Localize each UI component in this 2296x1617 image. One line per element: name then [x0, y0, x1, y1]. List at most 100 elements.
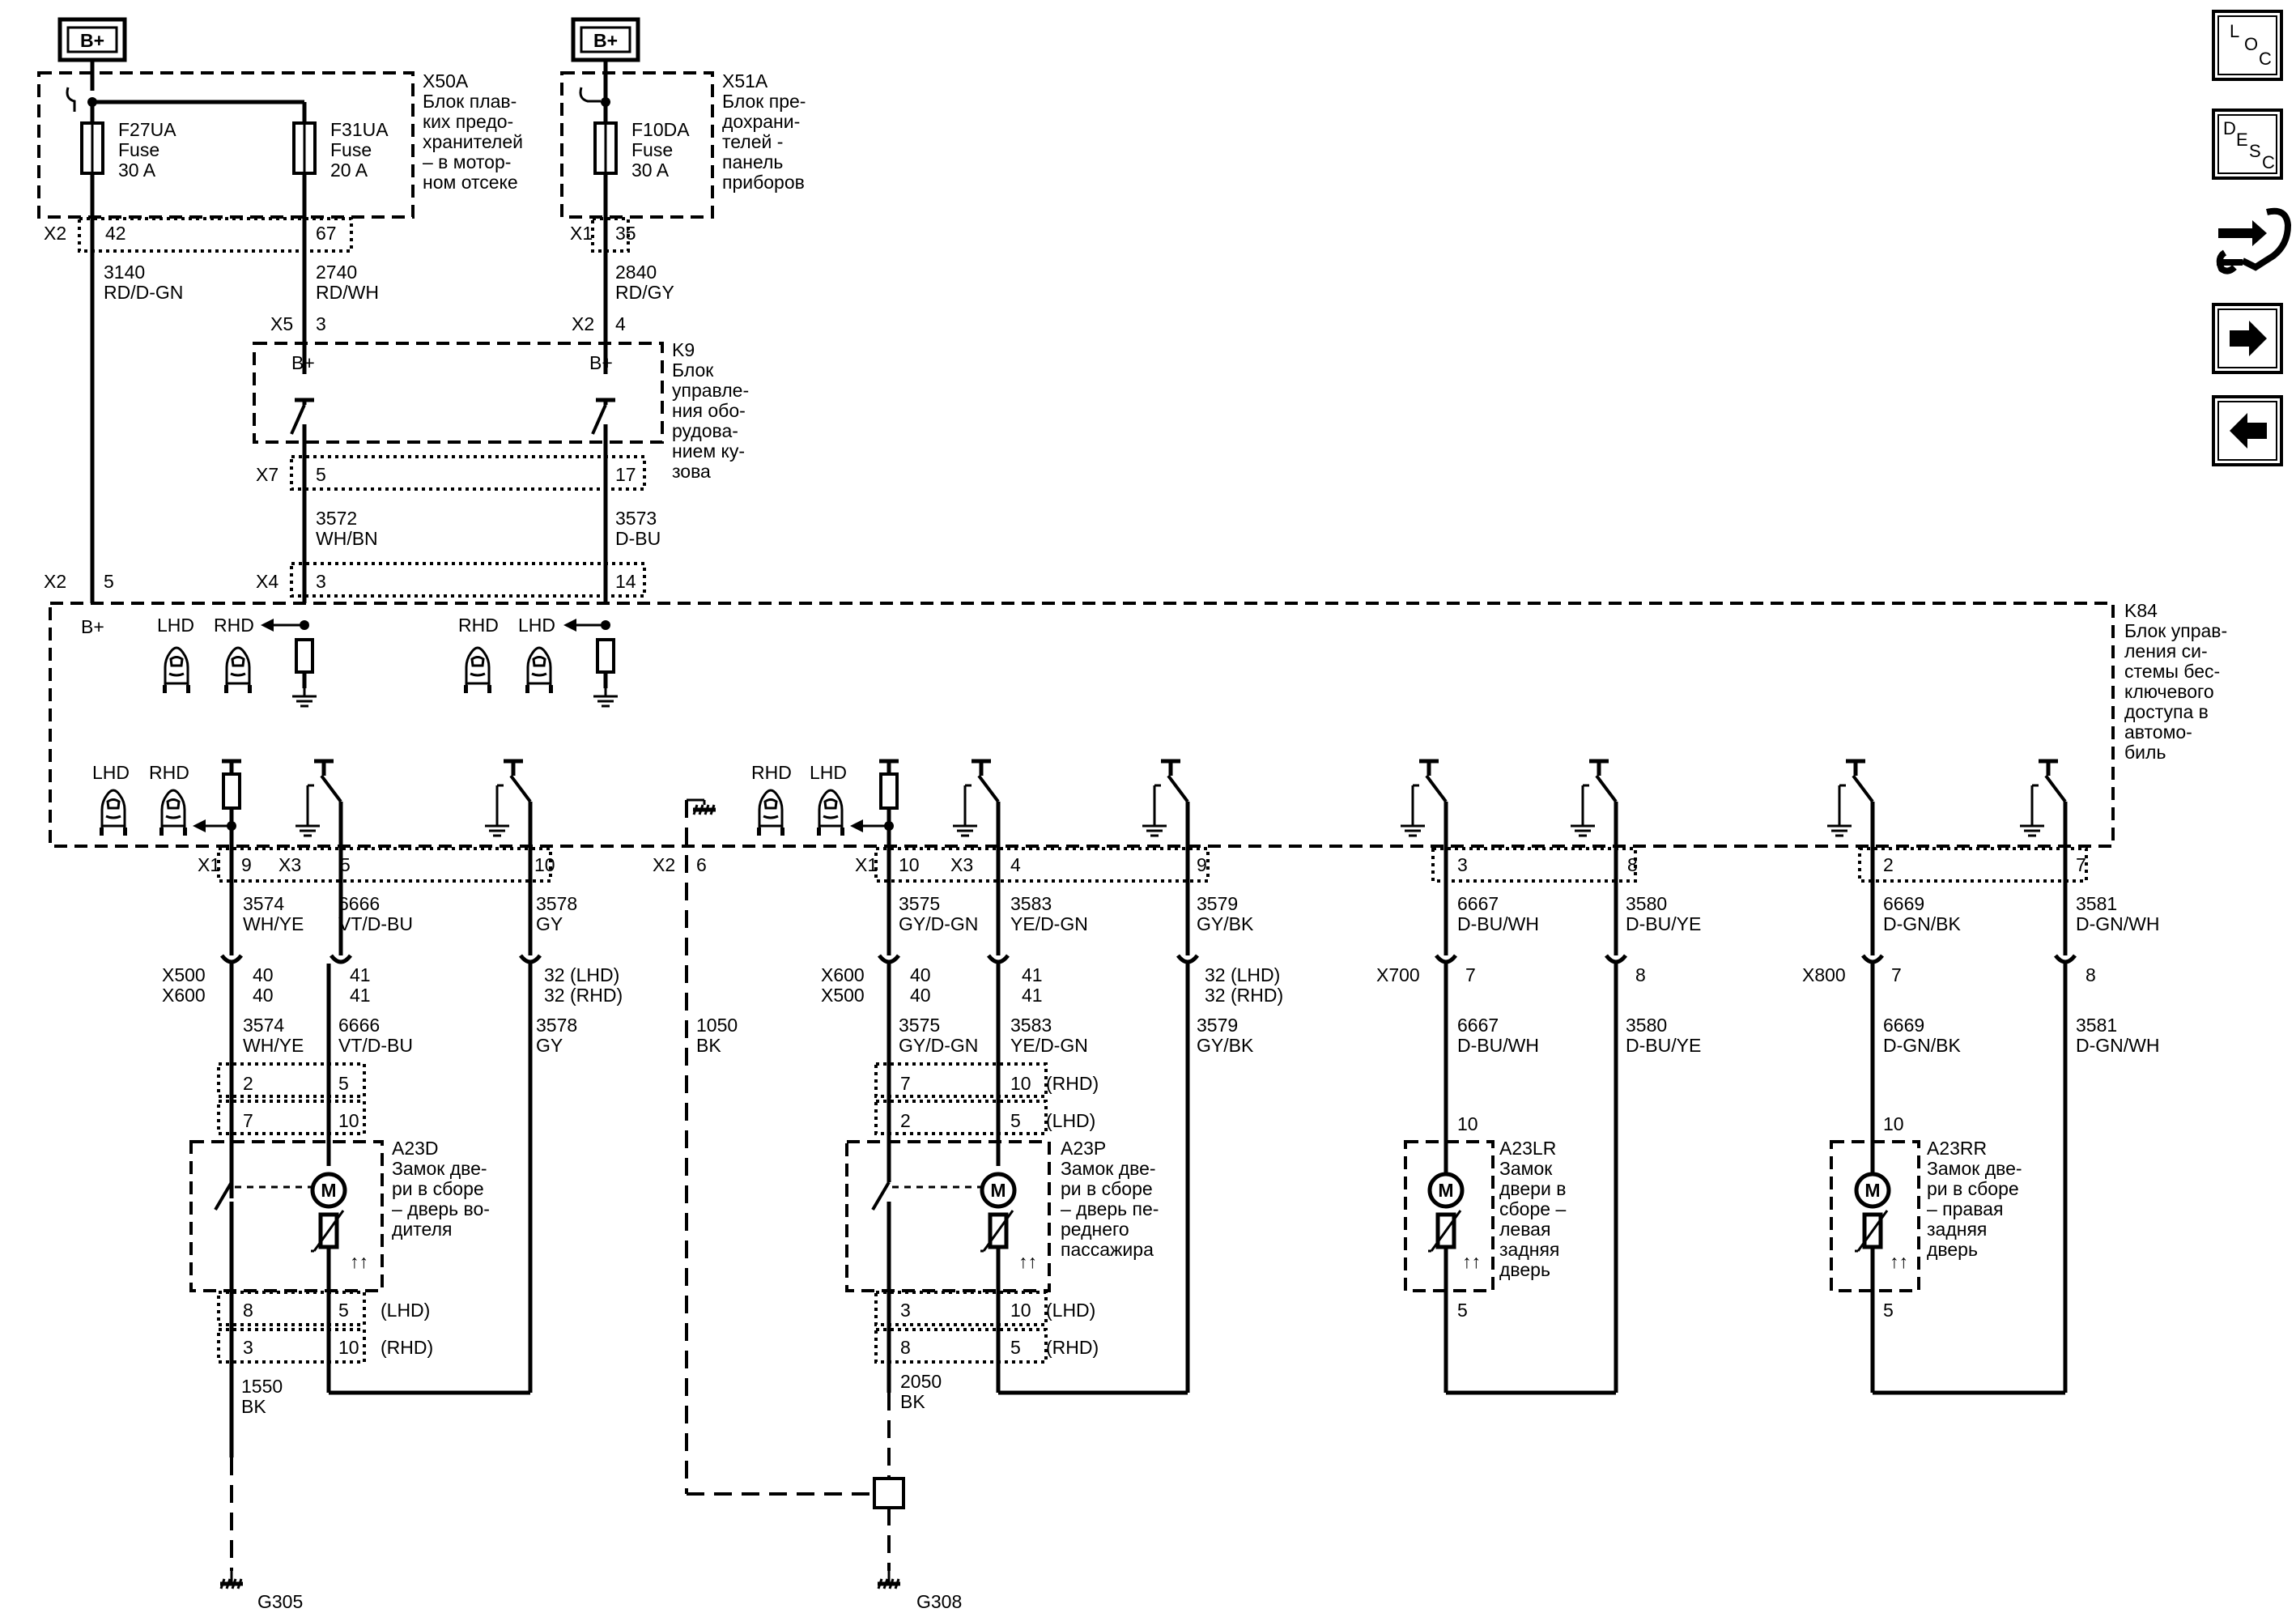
- svg-text:X500: X500: [821, 985, 865, 1006]
- svg-text:хранителей: хранителей: [423, 131, 523, 152]
- svg-text:3583: 3583: [1010, 893, 1052, 914]
- car-rhd-icon: [462, 646, 493, 695]
- car-lhd-icon: [815, 789, 846, 837]
- wire-3140: 3140 RD/D-GN: [104, 262, 183, 303]
- motor-a23lr-icon: M ↑↑: [1428, 1174, 1481, 1272]
- svg-text:D-BU/WH: D-BU/WH: [1457, 913, 1539, 934]
- k9-switch-right: [591, 356, 615, 603]
- splice-box: [873, 1477, 905, 1509]
- svg-text:B+: B+: [593, 30, 618, 51]
- svg-text:42: 42: [105, 223, 126, 244]
- svg-text:ри в сборе: ри в сборе: [1061, 1178, 1153, 1199]
- svg-text:(LHD): (LHD): [381, 1300, 430, 1321]
- svg-text:3573: 3573: [615, 508, 657, 529]
- svg-text:6667: 6667: [1457, 893, 1499, 914]
- svg-text:K9: K9: [672, 339, 695, 360]
- svg-text:Замок две-: Замок две-: [1927, 1158, 2022, 1179]
- svg-text:D: D: [2223, 118, 2236, 138]
- svg-text:BK: BK: [696, 1035, 721, 1056]
- wire-2840: 2840 RD/GY: [615, 262, 674, 303]
- svg-text:Fuse: Fuse: [330, 139, 372, 160]
- svg-text:X2: X2: [44, 571, 66, 592]
- svg-text:L: L: [2230, 21, 2239, 41]
- svg-text:YE/D-GN: YE/D-GN: [1010, 1035, 1088, 1056]
- svg-text:67: 67: [316, 223, 337, 244]
- svg-text:дителя: дителя: [392, 1219, 452, 1240]
- svg-text:8: 8: [900, 1337, 911, 1358]
- desc-button[interactable]: D E S C: [2212, 109, 2283, 180]
- svg-text:3580: 3580: [1626, 893, 1667, 914]
- svg-text:– правая: – правая: [1927, 1198, 2003, 1219]
- svg-text:M: M: [990, 1180, 1006, 1201]
- svg-text:17: 17: [615, 464, 636, 485]
- svg-text:дверь: дверь: [1499, 1259, 1550, 1280]
- svg-text:5: 5: [1883, 1300, 1894, 1321]
- svg-text:Fuse: Fuse: [118, 139, 159, 160]
- svg-text:40: 40: [910, 985, 931, 1006]
- svg-text:6667: 6667: [1457, 1015, 1499, 1036]
- wire-6669: 6669 D-GN/BK: [1883, 893, 1962, 934]
- svg-text:10: 10: [1010, 1300, 1031, 1321]
- svg-text:3: 3: [900, 1300, 911, 1321]
- svg-text:B+: B+: [81, 616, 104, 637]
- svg-text:5: 5: [338, 1300, 349, 1321]
- svg-text:10: 10: [1457, 1113, 1478, 1134]
- loc-button[interactable]: L O C: [2212, 10, 2283, 81]
- module-k84-box: [49, 602, 2115, 848]
- svg-text:X2: X2: [572, 313, 594, 334]
- svg-text:Блок управ-: Блок управ-: [2124, 620, 2227, 641]
- connector-x1-x3-right: [874, 847, 1210, 883]
- svg-text:35: 35: [615, 223, 636, 244]
- svg-text:зова: зова: [672, 461, 711, 482]
- svg-text:ри в сборе: ри в сборе: [1927, 1178, 2019, 1199]
- svg-text:8: 8: [243, 1300, 253, 1321]
- svg-text:WH/YE: WH/YE: [243, 913, 304, 934]
- svg-text:4: 4: [615, 313, 626, 334]
- next-button[interactable]: [2212, 303, 2283, 374]
- svg-text:3580: 3580: [1626, 1015, 1667, 1036]
- module-a23rr-box: [1830, 1140, 1920, 1292]
- svg-text:– дверь пе-: – дверь пе-: [1061, 1198, 1159, 1219]
- svg-text:10: 10: [1010, 1073, 1031, 1094]
- svg-text:X4: X4: [256, 571, 278, 592]
- svg-text:3: 3: [316, 571, 326, 592]
- svg-text:20 A: 20 A: [330, 160, 368, 181]
- svg-text:3579: 3579: [1197, 1015, 1238, 1036]
- svg-text:3575: 3575: [899, 1015, 940, 1036]
- motor-a23p-icon: M ↑↑: [980, 1174, 1037, 1272]
- svg-text:(LHD): (LHD): [1046, 1110, 1095, 1131]
- svg-text:ном отсеке: ном отсеке: [423, 172, 518, 193]
- svg-text:40: 40: [253, 985, 274, 1006]
- connector-x4: [290, 562, 646, 598]
- svg-text:10: 10: [338, 1110, 359, 1131]
- desc-icon: D E S C: [2223, 118, 2275, 172]
- svg-text:3574: 3574: [243, 1015, 284, 1036]
- svg-text:41: 41: [1022, 985, 1043, 1006]
- svg-text:задняя: задняя: [1927, 1219, 1987, 1240]
- svg-text:K84: K84: [2124, 600, 2158, 621]
- svg-text:9: 9: [241, 854, 252, 875]
- previous-button[interactable]: [2212, 395, 2283, 466]
- svg-text:↑↑: ↑↑: [1462, 1251, 1481, 1272]
- svg-text:5: 5: [340, 854, 351, 875]
- svg-text:ления си-: ления си-: [2124, 640, 2208, 662]
- svg-text:BK: BK: [241, 1396, 266, 1417]
- module-k9-label: K9 Блок управле- ния обо- рудова- нием к…: [672, 339, 749, 482]
- svg-text:14: 14: [615, 571, 636, 592]
- fuse-f31ua: F31UA Fuse 20 A: [292, 119, 389, 181]
- svg-text:ри в сборе: ри в сборе: [392, 1178, 484, 1199]
- svg-text:7: 7: [243, 1110, 253, 1131]
- svg-text:10: 10: [534, 854, 555, 875]
- ground-g305: G305: [220, 1571, 303, 1612]
- svg-text:Fuse: Fuse: [631, 139, 673, 160]
- svg-text:A23LR: A23LR: [1499, 1138, 1556, 1159]
- wire-1550: 1550 BK: [241, 1376, 283, 1417]
- svg-text:C: C: [2259, 49, 2272, 69]
- module-x50a-box: [37, 71, 415, 219]
- svg-text:RHD: RHD: [214, 615, 254, 636]
- svg-text:X600: X600: [162, 985, 206, 1006]
- svg-text:Блок пре-: Блок пре-: [722, 91, 806, 112]
- svg-text:6669: 6669: [1883, 1015, 1924, 1036]
- service-procedure-button[interactable]: [2216, 207, 2292, 274]
